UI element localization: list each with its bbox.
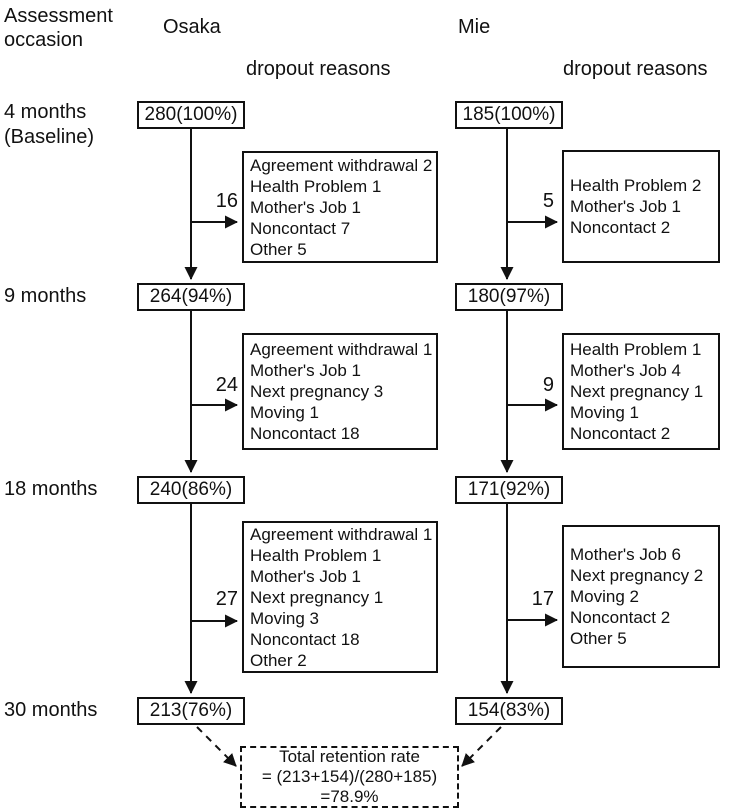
dropout-reason-line: Next pregnancy 2 <box>570 566 704 585</box>
dropout-reason-line: Mother's Job 1 <box>250 566 361 586</box>
total-retention-value: =78.9% <box>320 787 379 806</box>
dropout-reason-line: Other 5 <box>250 239 307 259</box>
count-box-mie-30m: 154(83%) <box>455 697 563 725</box>
total-retention-formula: = (213+154)/(280+185) <box>261 767 438 786</box>
site-header-osaka: Osaka <box>163 16 221 38</box>
dropout-reason-line: Noncontact 2 <box>570 424 671 443</box>
count-box-osaka-9m: 264(94%) <box>137 283 245 311</box>
dropout-box-mie-2: Health Problem 1 Mother's Job 4 Next pregn… <box>562 333 720 450</box>
dropout-reason-line: Moving 3 <box>250 608 319 628</box>
count-box-osaka-4m: 280(100%) <box>137 101 245 129</box>
dashed-arrow-osaka-total <box>196 726 237 767</box>
dashed-arrow-mie-total <box>461 726 502 767</box>
occasion-subline: (Baseline) <box>4 126 95 148</box>
count-box-mie-18m: 171(92%) <box>455 476 563 504</box>
count-box-mie-9m: 180(97%) <box>455 283 563 311</box>
dropout-reason-line: Moving 2 <box>570 587 639 606</box>
dropout-reason-line: Health Problem 2 <box>570 176 702 195</box>
total-retention-title: Total retention rate <box>279 747 420 766</box>
occasion-label-4months: 4 months (Baseline) <box>4 100 94 150</box>
dropout-reasons-header-mie: dropout reasons <box>563 58 708 80</box>
dropout-count-osaka-2: 24 <box>215 374 238 396</box>
dropout-count-osaka-1: 16 <box>215 190 238 212</box>
dropout-reason-line: Health Problem 1 <box>570 340 702 359</box>
assessment-occasion-header: Assessment occasion <box>4 5 113 51</box>
dropout-reason-line: Next pregnancy 1 <box>570 382 704 401</box>
dropout-reason-line: Mother's Job 1 <box>250 361 361 380</box>
dropout-reason-line: Mother's Job 6 <box>570 545 681 564</box>
occasion-label-9months: 9 months <box>4 285 87 307</box>
dropout-box-mie-1: Health Problem 2 Mother's Job 1 Noncontact… <box>562 150 720 263</box>
dropout-box-osaka-2: Agreement withdrawal 1 Mother's Job 1 Next… <box>242 333 438 450</box>
dropout-reason-line: Agreement withdrawal 2 <box>250 155 433 175</box>
occasion-label-18months: 18 months <box>4 478 98 500</box>
occasion-line: 4 months <box>4 101 87 123</box>
dropout-count-osaka-3: 27 <box>215 588 238 610</box>
dropout-reason-line: Noncontact 18 <box>250 629 360 649</box>
dropout-reason-line: Other 2 <box>250 650 307 670</box>
dropout-reason-line: Next pregnancy 3 <box>250 382 384 401</box>
dropout-reason-line: Mother's Job 4 <box>570 361 681 380</box>
dropout-reason-line: Moving 1 <box>570 403 639 422</box>
total-retention-box: Total retention rate = (213+154)/(280+18… <box>240 746 459 808</box>
dropout-reason-line: Noncontact 2 <box>570 608 671 627</box>
count-box-osaka-30m: 213(76%) <box>137 697 245 725</box>
dropout-count-mie-2: 9 <box>542 374 554 396</box>
dropout-reason-line: Mother's Job 1 <box>250 197 361 217</box>
dropout-reason-line: Noncontact 7 <box>250 218 351 238</box>
occasion-label-30months: 30 months <box>4 699 98 721</box>
dropout-reason-line: Mother's Job 1 <box>570 197 681 216</box>
dropout-count-mie-3: 17 <box>531 588 554 610</box>
dropout-reason-line: Health Problem 1 <box>250 176 382 196</box>
site-header-mie: Mie <box>458 16 491 38</box>
count-box-mie-4m: 185(100%) <box>455 101 563 129</box>
dropout-box-mie-3: Mother's Job 6 Next pregnancy 2 Moving 2 No… <box>562 525 720 668</box>
dropout-reason-line: Noncontact 2 <box>570 218 671 237</box>
dropout-reasons-header-osaka: dropout reasons <box>246 58 391 80</box>
dropout-count-mie-1: 5 <box>542 190 554 212</box>
count-box-osaka-18m: 240(86%) <box>137 476 245 504</box>
dropout-reason-line: Agreement withdrawal 1 <box>250 524 433 544</box>
dropout-reason-line: Next pregnancy 1 <box>250 587 384 607</box>
dropout-reason-line: Health Problem 1 <box>250 545 382 565</box>
dropout-reason-line: Other 5 <box>570 629 627 648</box>
dropout-reason-line: Agreement withdrawal 1 <box>250 340 433 359</box>
dropout-reason-line: Noncontact 18 <box>250 424 360 443</box>
dropout-reason-line: Moving 1 <box>250 403 319 422</box>
